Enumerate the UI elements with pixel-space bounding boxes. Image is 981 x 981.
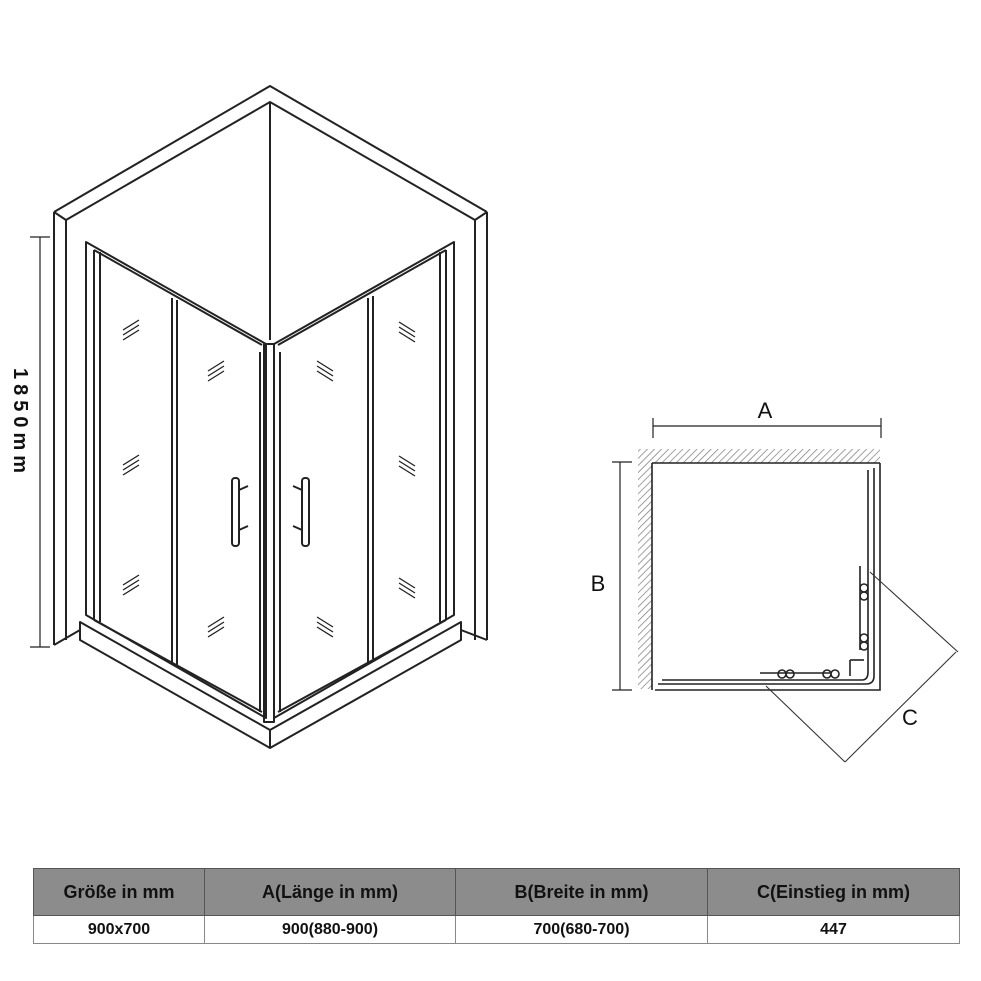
cell-entry: 447 [707, 915, 960, 944]
table-row: 900x700 900(880-900) 700(680-700) 447 [33, 915, 960, 944]
rollers-bottom [760, 659, 864, 679]
handle-left [231, 477, 249, 547]
side-wall-hatch [638, 449, 652, 689]
label-c: C [902, 705, 918, 730]
isometric-view [53, 85, 488, 749]
back-wall-hatch [652, 449, 880, 463]
dimension-a [652, 418, 882, 438]
table-header-row: Größe in mm A(Länge in mm) B(Breite in m… [33, 868, 960, 916]
cell-size: 900x700 [33, 915, 205, 944]
label-b: B [591, 571, 606, 596]
label-a: A [758, 398, 773, 423]
left-frame [85, 241, 267, 719]
right-frame [273, 241, 455, 719]
shower-tray [79, 621, 462, 749]
handle-right [292, 477, 310, 547]
wall-top-outer [53, 85, 488, 213]
dimension-b [612, 461, 632, 691]
header-entry: C(Einstieg in mm) [707, 868, 960, 916]
header-width: B(Breite in mm) [455, 868, 708, 916]
rollers-side [859, 566, 869, 651]
plan-view: A B C [591, 398, 959, 763]
cell-width: 700(680-700) [455, 915, 708, 944]
dimension-c [765, 571, 959, 763]
cell-length: 900(880-900) [204, 915, 456, 944]
header-length: A(Länge in mm) [204, 868, 456, 916]
height-label: 1850mm [9, 368, 31, 478]
glass-reflection-marks [122, 319, 416, 638]
height-dimension [30, 236, 50, 648]
spec-table: Größe in mm A(Länge in mm) B(Breite in m… [33, 868, 960, 944]
header-size: Größe in mm [33, 868, 205, 916]
enclosure-outline [655, 463, 881, 691]
